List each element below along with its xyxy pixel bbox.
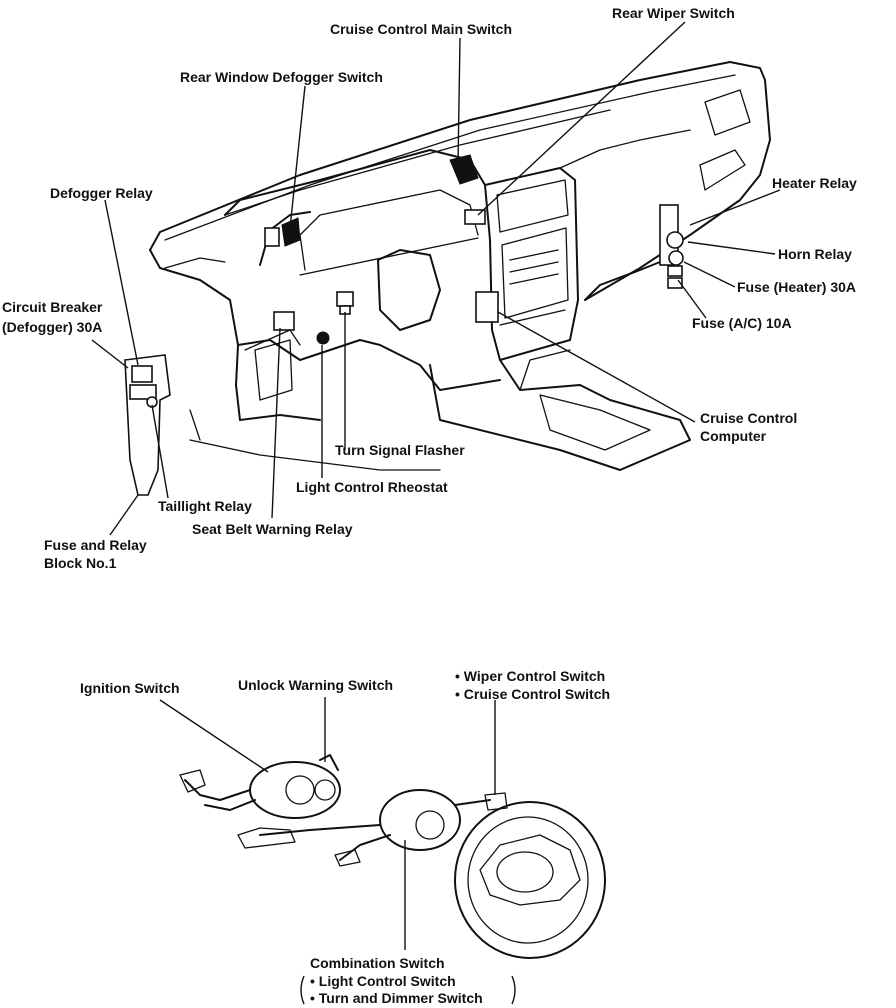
label-cruise-control-computer-line2: Computer [700, 428, 767, 444]
labels: Cruise Control Main Switch Rear Wiper Sw… [2, 5, 857, 1006]
dash-components [124, 154, 684, 496]
label-taillight-relay: Taillight Relay [158, 498, 252, 514]
label-rear-window-defogger-switch: Rear Window Defogger Switch [180, 69, 383, 85]
label-cruise-control-main-switch: Cruise Control Main Switch [330, 21, 512, 37]
label-cruise-control-switch: • Cruise Control Switch [455, 686, 610, 702]
bracket-left [300, 975, 305, 1005]
bracket-right [511, 975, 516, 1005]
label-rear-wiper-switch: Rear Wiper Switch [612, 5, 735, 21]
label-cruise-control-computer-line1: Cruise Control [700, 410, 797, 426]
label-fuse-ac: Fuse (A/C) 10A [692, 315, 792, 331]
label-wiper-control-switch: • Wiper Control Switch [455, 668, 605, 684]
label-circuit-breaker-line2: (Defogger) 30A [2, 319, 102, 335]
dashboard-illustration [149, 61, 771, 471]
label-unlock-warning-switch: Unlock Warning Switch [238, 677, 393, 693]
label-ignition-switch: Ignition Switch [80, 680, 180, 696]
label-horn-relay: Horn Relay [778, 246, 852, 262]
label-fuse-relay-block-line2: Block No.1 [44, 555, 117, 571]
label-light-control-rheostat: Light Control Rheostat [296, 479, 448, 495]
label-light-control-switch: • Light Control Switch [310, 973, 456, 989]
label-combination-switch: Combination Switch [310, 955, 445, 971]
label-turn-signal-flasher: Turn Signal Flasher [335, 442, 465, 458]
label-seat-belt-warning-relay: Seat Belt Warning Relay [192, 521, 353, 537]
label-circuit-breaker-line1: Circuit Breaker [2, 299, 103, 315]
label-turn-dimmer-switch: • Turn and Dimmer Switch [310, 990, 483, 1006]
leader-lines [91, 21, 781, 950]
label-defogger-relay: Defogger Relay [50, 185, 153, 201]
label-heater-relay: Heater Relay [772, 175, 857, 191]
label-fuse-heater: Fuse (Heater) 30A [737, 279, 856, 295]
label-fuse-relay-block-line1: Fuse and Relay [44, 537, 147, 553]
steering-column-illustration [179, 754, 606, 959]
